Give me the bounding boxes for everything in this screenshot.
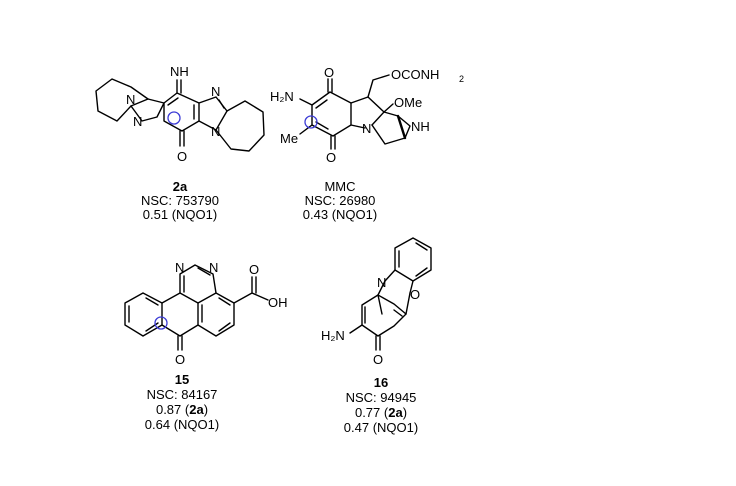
compound-15-nsc: NSC: 84167 [147, 387, 218, 402]
compound-15-nqo1: 0.64 (NQO1) [145, 417, 219, 432]
compound-mmc-amino-label: H₂N [270, 89, 294, 104]
compound-16-relative: 0.77 (2a) [355, 405, 407, 420]
compound-16-relative-close: ) [403, 405, 407, 420]
compound-2a-n3-label: N [211, 84, 220, 99]
compound-mmc-site-marker [304, 115, 318, 129]
compound-mmc-id: MMC [324, 179, 355, 194]
compound-2a-site-marker [167, 111, 181, 125]
compound-mmc-atom-labels: H₂N O O OCONH 2 OMe Me N NH [270, 65, 464, 165]
compound-15-acid-o-label: O [249, 262, 259, 277]
compound-16-atom-labels: N O H₂N O [321, 275, 420, 367]
compound-mmc-bonds [299, 74, 411, 150]
compound-15-acid-oh-label: OH [268, 295, 288, 310]
compound-mmc-nsc: NSC: 26980 [305, 193, 376, 208]
compound-mmc-oxo-top-label: O [324, 65, 334, 80]
compound-15-n2-label: N [209, 260, 218, 275]
compound-mmc-nqo1: 0.43 (NQO1) [303, 207, 377, 222]
compound-16-nqo1: 0.47 (NQO1) [344, 420, 418, 435]
compound-16-o-ring-label: O [410, 287, 420, 302]
compound-2a-imine-label: NH [170, 64, 189, 79]
compound-2a-nqo1: 0.51 (NQO1) [143, 207, 217, 222]
compound-2a-n1-label: N [126, 92, 135, 107]
compound-mmc-carbamate-label: OCONH [391, 67, 439, 82]
compound-16-bonds [349, 237, 432, 351]
compound-16-amino-label: H₂N [321, 328, 345, 343]
compound-15-atom-labels: N N O OH O [175, 260, 288, 367]
compound-2a-atom-labels: NH N N N N O [126, 64, 220, 164]
compound-16-oxo-label: O [373, 352, 383, 367]
compound-15-oxo-label: O [175, 352, 185, 367]
compound-mmc-methoxy-label: OMe [394, 95, 422, 110]
compound-15-relative-open: 0.87 ( [156, 402, 190, 417]
compound-16-relative-open: 0.77 ( [355, 405, 389, 420]
compound-mmc-n-ring-label: N [362, 121, 371, 136]
compound-2a-id: 2a [173, 179, 188, 194]
compound-15-n1-label: N [175, 260, 184, 275]
compound-16-nsc: NSC: 94945 [346, 390, 417, 405]
compound-15-id: 15 [175, 372, 189, 387]
compound-15-relative-close: ) [204, 402, 208, 417]
compound-2a-bonds [95, 78, 265, 152]
compound-2a-nsc: NSC: 753790 [141, 193, 219, 208]
compound-15-bonds [124, 264, 269, 351]
compound-15: N N O OH O 15 NSC: 84167 0.87 (2a) 0.64 … [124, 260, 288, 432]
compound-mmc-methyl-label: Me [280, 131, 298, 146]
compound-16-n-label: N [377, 275, 386, 290]
compound-2a: NH N N N N O 2a NSC: 753790 0.51 (NQO1) [95, 64, 265, 222]
compound-mmc-aziridine-label: NH [411, 119, 430, 134]
compound-15-relative-ref: 2a [189, 402, 204, 417]
compound-mmc-oxo-bottom-label: O [326, 150, 336, 165]
compound-mmc: H₂N O O OCONH 2 OMe Me N NH MMC NSC: 269… [270, 65, 464, 222]
compound-16: N O H₂N O 16 NSC: 94945 0.77 (2a) 0.47 (… [321, 237, 432, 435]
compound-15-relative: 0.87 (2a) [156, 402, 208, 417]
compound-16-relative-ref: 2a [388, 405, 403, 420]
compound-2a-oxo-label: O [177, 149, 187, 164]
compound-16-id: 16 [374, 375, 388, 390]
compound-mmc-carbamate-subscript: 2 [459, 74, 464, 84]
compound-2a-n4-label: N [211, 124, 220, 139]
compound-2a-n2-label: N [133, 114, 142, 129]
compound-15-site-marker [154, 316, 168, 330]
